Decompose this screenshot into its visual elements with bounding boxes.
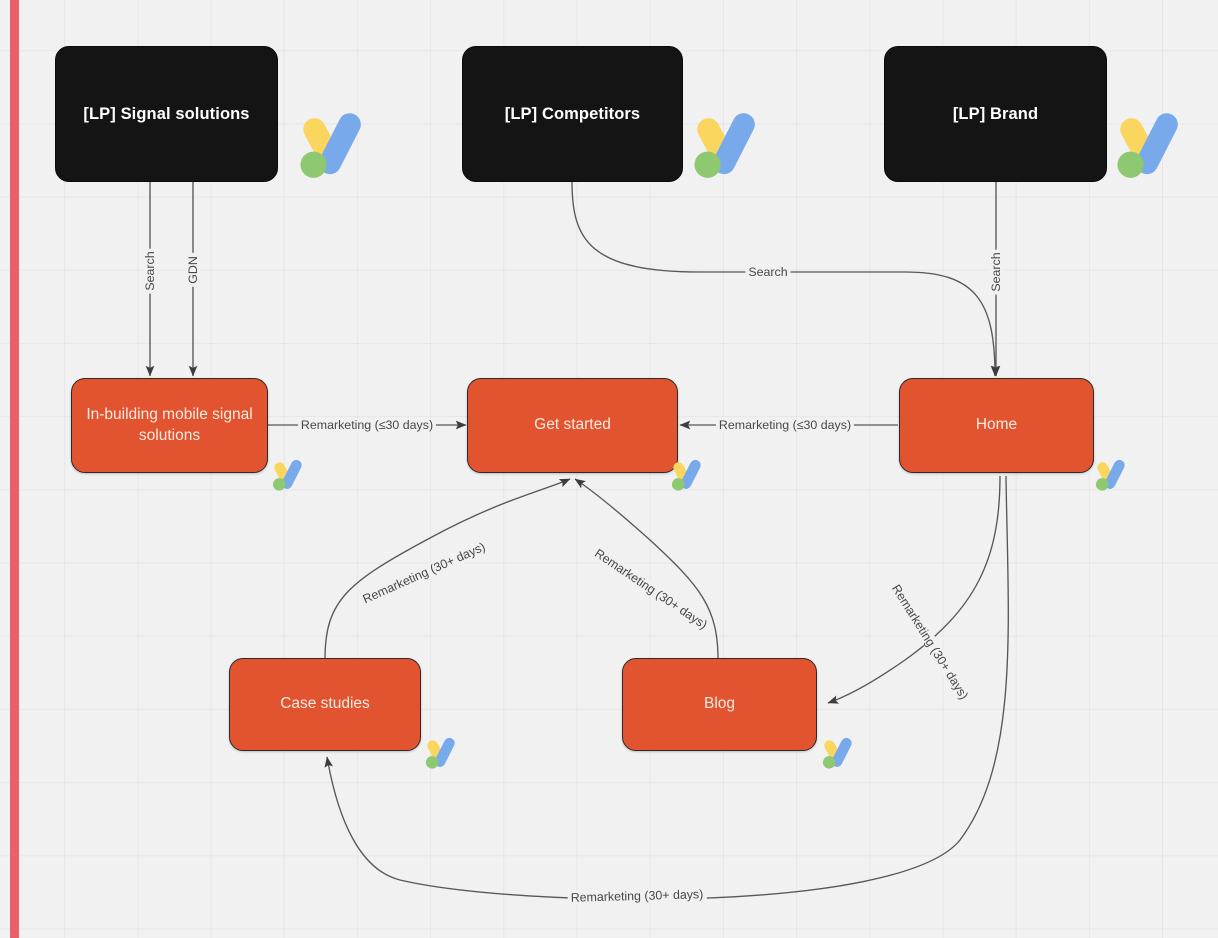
google-ads-icon xyxy=(288,103,372,187)
node-lp-signal-solutions[interactable]: [LP] Signal solutions xyxy=(55,46,278,182)
google-ads-icon xyxy=(1090,455,1130,495)
google-ads-icon xyxy=(817,733,857,773)
node-label: Get started xyxy=(534,416,611,434)
edge-home-casestudies xyxy=(324,475,1009,901)
left-accent-rail xyxy=(10,0,19,938)
google-ads-icon xyxy=(1105,103,1189,187)
node-blog[interactable]: Blog xyxy=(622,658,817,751)
node-case-studies[interactable]: Case studies xyxy=(229,658,421,751)
node-label: [LP] Brand xyxy=(952,104,1039,123)
node-label: Home xyxy=(975,416,1018,434)
node-in-building-mobile-signal-solutions[interactable]: In-building mobile signal solutions xyxy=(71,378,268,473)
node-lp-competitors[interactable]: [LP] Competitors xyxy=(462,46,683,182)
google-ads-icon xyxy=(666,455,706,495)
google-ads-icon xyxy=(267,455,307,495)
node-label: Blog xyxy=(703,695,736,713)
edge-home-blog xyxy=(827,475,1001,704)
edge-casestudies-getstarted xyxy=(324,478,571,660)
google-ads-icon xyxy=(682,103,766,187)
node-label: [LP] Competitors xyxy=(504,104,641,123)
node-home[interactable]: Home xyxy=(899,378,1094,473)
edge-competitors-search xyxy=(571,181,1000,377)
node-lp-brand[interactable]: [LP] Brand xyxy=(884,46,1107,182)
node-label: In-building mobile signal solutions xyxy=(86,405,253,444)
node-label: [LP] Signal solutions xyxy=(83,104,250,123)
node-get-started[interactable]: Get started xyxy=(467,378,678,473)
node-label: Case studies xyxy=(280,695,370,713)
google-ads-icon xyxy=(420,733,460,773)
edge-blog-getstarted xyxy=(574,478,719,660)
